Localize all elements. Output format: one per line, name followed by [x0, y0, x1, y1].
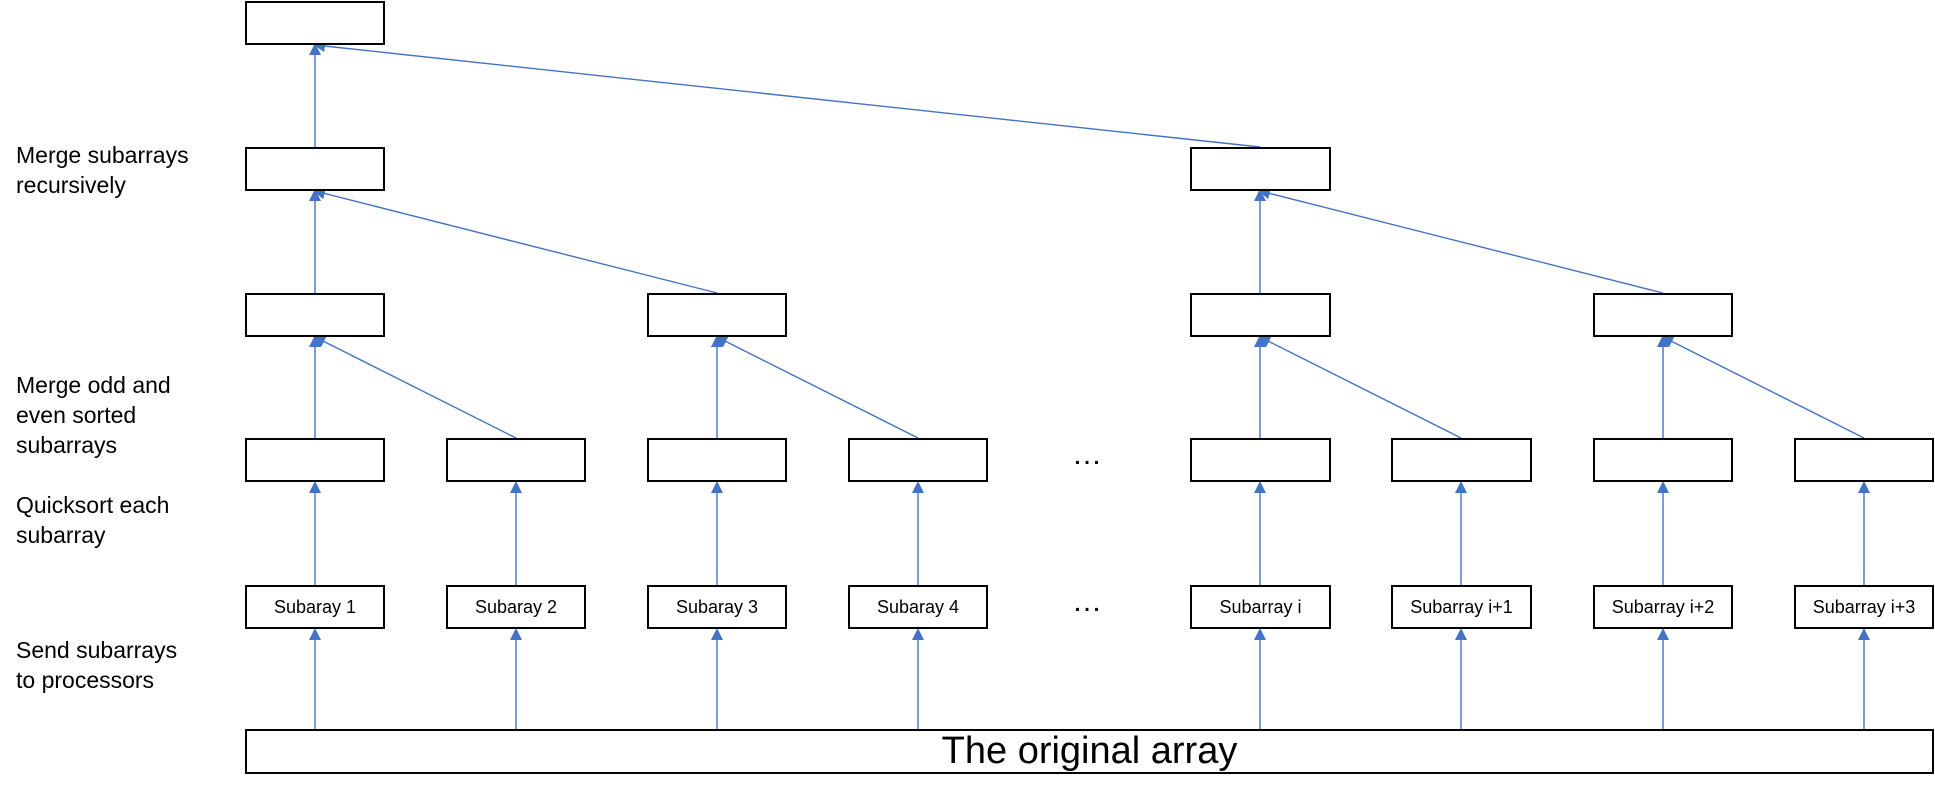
arrow-merge-l3-2-right [1258, 187, 1664, 294]
sorted-box-3 [647, 438, 787, 482]
arrow-merge-l2-2-right [715, 336, 919, 439]
subarray-box-1: Subaray 1 [245, 585, 385, 629]
sorted-box-4 [848, 438, 988, 482]
sorted-box-6 [1391, 438, 1532, 482]
merge-box-l2-3 [1190, 293, 1331, 337]
sorted-box-5 [1190, 438, 1331, 482]
label-quicksort: Quicksort each subarray [16, 492, 170, 548]
subarray-box-6: Subarray i+1 [1391, 585, 1532, 629]
label-send: Send subarrays to processors [16, 637, 178, 693]
merge-box-l2-1 [245, 293, 385, 337]
subarray-box-7: Subarray i+2 [1593, 585, 1733, 629]
label-merge-recursive: Merge subarrays recursively [16, 142, 189, 198]
original-array-box: The original array [245, 729, 1934, 774]
subarray-box-8: Subarray i+3 [1794, 585, 1934, 629]
subarray-box-5: Subarray i [1190, 585, 1331, 629]
arrow-merge-top-right [313, 40, 1261, 148]
ellipsis-sorted-row: … [1072, 438, 1104, 471]
arrow-merge-l3-1-right [313, 187, 718, 294]
merge-box-l2-2 [647, 293, 787, 337]
arrow-merge-l2-1-right [313, 336, 517, 439]
merge-box-top [245, 1, 385, 45]
arrow-merge-l2-4-right [1661, 336, 1865, 439]
merge-box-l3-1 [245, 147, 385, 191]
sorted-box-7 [1593, 438, 1733, 482]
arrow-merge-l2-3-right [1258, 336, 1462, 439]
merge-box-l3-2 [1190, 147, 1331, 191]
ellipsis-subarray-row: … [1072, 585, 1104, 618]
sorted-box-2 [446, 438, 586, 482]
sorted-box-8 [1794, 438, 1934, 482]
sorted-box-1 [245, 438, 385, 482]
subarray-box-2: Subaray 2 [446, 585, 586, 629]
merge-box-l2-4 [1593, 293, 1733, 337]
label-merge-odd-even: Merge odd and even sorted subarrays [16, 372, 171, 458]
subarray-box-4: Subaray 4 [848, 585, 988, 629]
subarray-box-3: Subaray 3 [647, 585, 787, 629]
